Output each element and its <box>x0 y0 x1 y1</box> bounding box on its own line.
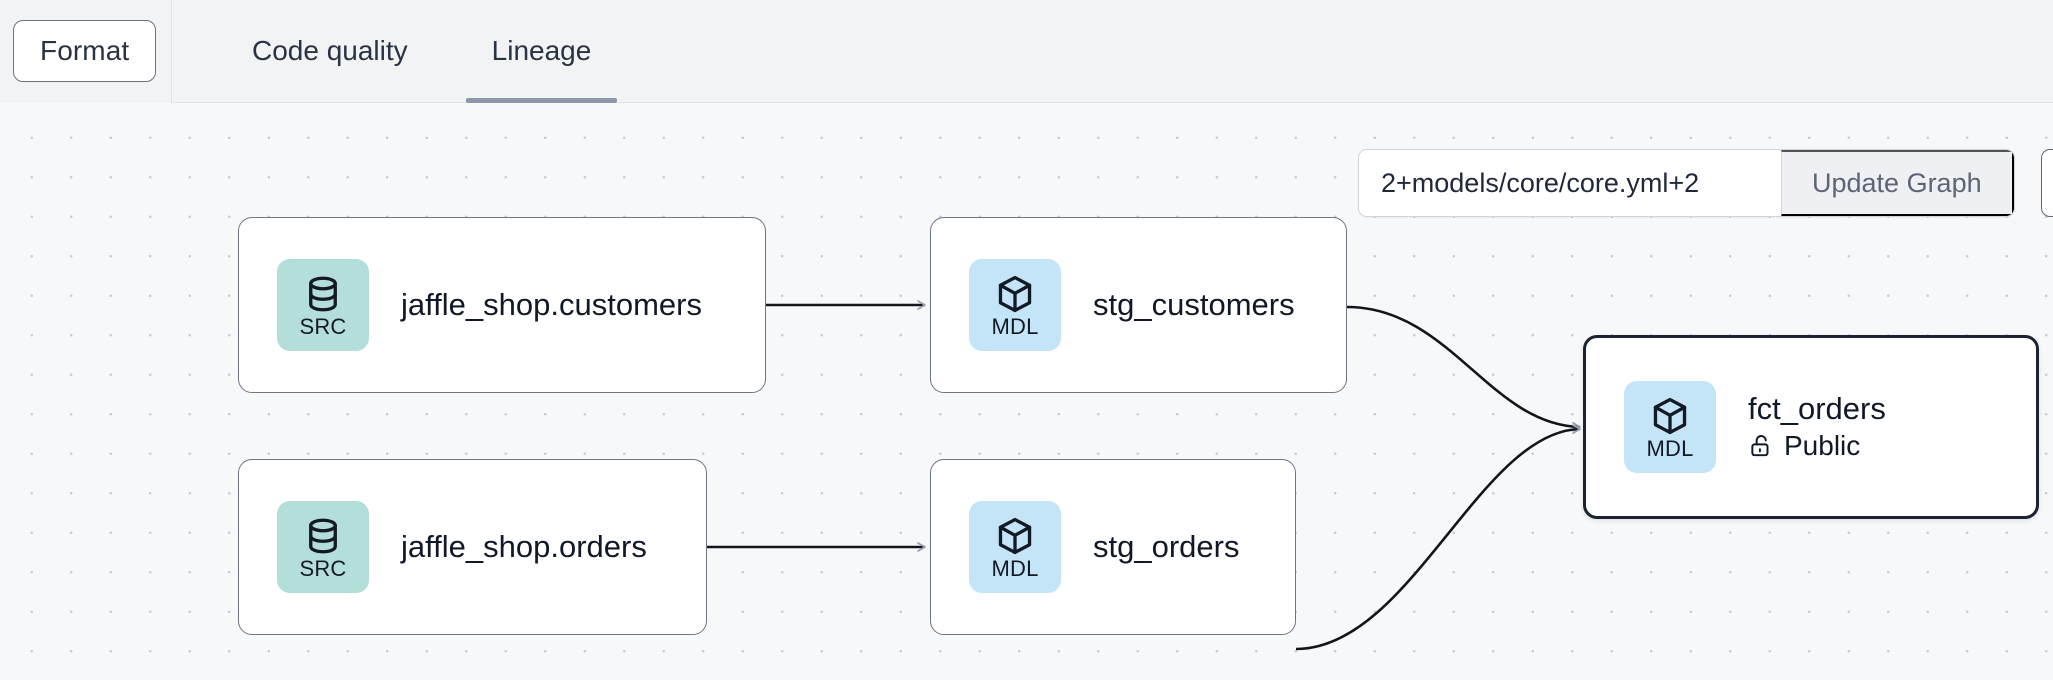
edge-stg-orders-to-fct-orders <box>1295 424 1581 651</box>
lineage-node-stg-customers[interactable]: MDL stg_customers <box>930 217 1347 393</box>
database-icon <box>309 518 337 553</box>
update-graph-button[interactable]: Update Graph <box>1781 150 2014 216</box>
node-title: fct_orders <box>1748 391 1886 427</box>
badge-label: MDL <box>991 555 1039 581</box>
model-badge: MDL <box>969 259 1061 351</box>
cube-icon <box>998 517 1032 554</box>
lineage-node-jaffle-shop-orders[interactable]: SRC jaffle_shop.orders <box>238 459 707 635</box>
graph-selector-overflow-control[interactable] <box>2041 149 2053 217</box>
database-icon <box>309 276 337 311</box>
tab-lineage-label: Lineage <box>491 35 592 66</box>
source-badge: SRC <box>277 501 369 593</box>
unlock-icon <box>1751 435 1769 457</box>
node-title: stg_customers <box>1093 286 1295 322</box>
tab-lineage[interactable]: Lineage <box>465 0 617 103</box>
node-title: stg_orders <box>1093 528 1240 564</box>
format-button[interactable]: Format <box>13 20 157 82</box>
graph-selector-input[interactable] <box>1359 150 1781 216</box>
badge-label: SRC <box>299 555 347 581</box>
model-badge: MDL <box>1624 381 1716 473</box>
node-body: fct_orders Public <box>1748 392 1886 462</box>
node-visibility: Public <box>1748 429 1886 462</box>
visibility-label: Public <box>1784 429 1861 461</box>
badge-label: MDL <box>1646 435 1694 461</box>
model-badge: MDL <box>969 501 1061 593</box>
node-body: stg_orders <box>1093 528 1240 565</box>
cube-icon <box>1653 397 1687 434</box>
tab-code-quality[interactable]: Code quality <box>244 0 416 103</box>
lineage-node-jaffle-shop-customers[interactable]: SRC jaffle_shop.customers <box>238 217 766 393</box>
graph-selector: Update Graph <box>1358 149 2015 217</box>
node-body: stg_customers <box>1093 286 1295 323</box>
lineage-node-fct-orders[interactable]: MDL fct_orders Public <box>1583 335 2039 519</box>
node-body: jaffle_shop.customers <box>401 286 702 323</box>
cube-icon <box>998 275 1032 312</box>
format-button-zone: Format <box>0 0 172 103</box>
node-body: jaffle_shop.orders <box>401 528 647 565</box>
tab-code-quality-label: Code quality <box>252 35 408 66</box>
badge-label: MDL <box>991 313 1039 339</box>
tab-bar: Code quality Lineage <box>172 0 617 103</box>
editor-toolbar: Format Code quality Lineage <box>0 0 2053 103</box>
node-title: jaffle_shop.orders <box>401 528 647 564</box>
lineage-canvas[interactable]: SRC jaffle_shop.customers MDL stg_custom… <box>0 103 2053 680</box>
badge-label: SRC <box>299 313 347 339</box>
lineage-node-stg-orders[interactable]: MDL stg_orders <box>930 459 1296 635</box>
node-title: jaffle_shop.customers <box>401 286 702 322</box>
edge-stg-customers-to-fct-orders <box>1346 305 1581 432</box>
source-badge: SRC <box>277 259 369 351</box>
